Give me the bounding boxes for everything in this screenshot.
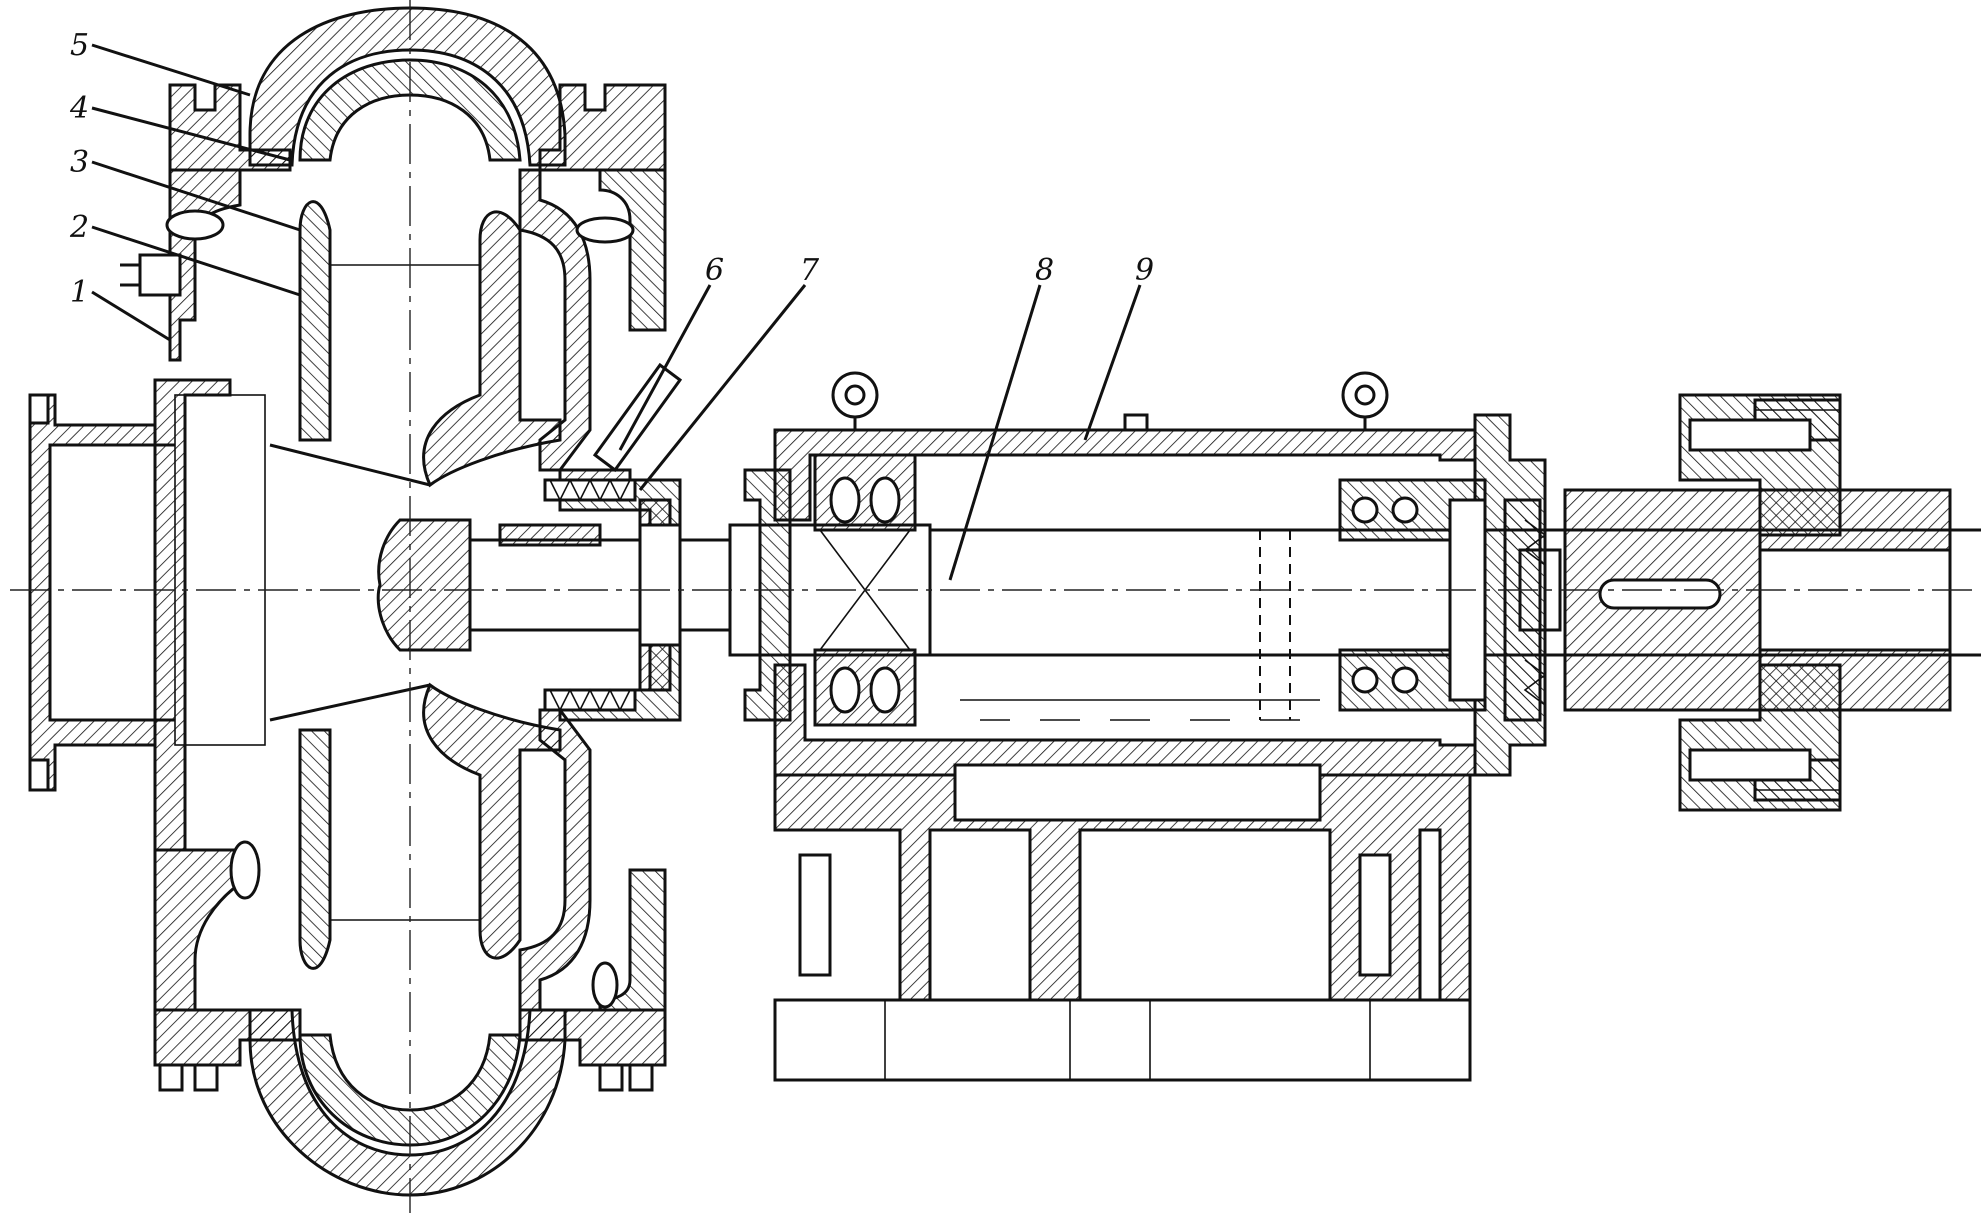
- roller-bearing-left: [813, 453, 917, 727]
- callout-2: 2: [69, 210, 89, 245]
- coupling: [1563, 393, 1952, 812]
- callout-1: 1: [70, 275, 89, 310]
- callout-4: 4: [69, 91, 89, 126]
- callout-6: 6: [705, 253, 724, 288]
- callout-labels: 5 4 3 2 1 6 7 8 9: [69, 28, 1154, 310]
- leader-lines: [91, 43, 1142, 581]
- casing-flanges: [153, 83, 667, 1092]
- callout-5: 5: [70, 28, 89, 63]
- impeller: [298, 200, 562, 970]
- callout-9: 9: [1135, 253, 1154, 288]
- callout-3: 3: [70, 145, 89, 180]
- callout-7: 7: [800, 253, 820, 288]
- callout-8: 8: [1035, 253, 1054, 288]
- ball-bearing-right: [1259, 478, 1487, 720]
- suction-inlet: [28, 393, 431, 792]
- end-caps: [743, 468, 1547, 722]
- center-lines: [10, 0, 1975, 1213]
